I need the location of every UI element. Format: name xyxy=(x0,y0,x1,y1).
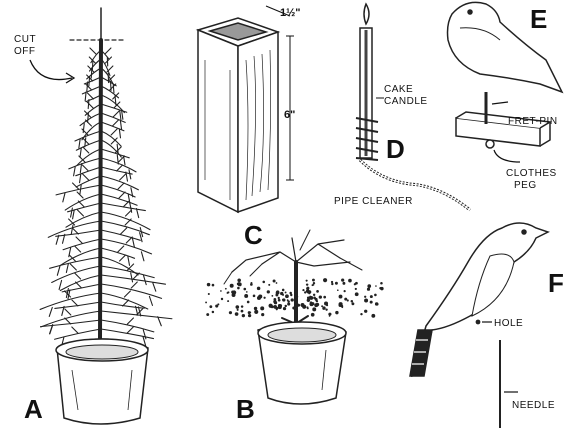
panel-label-a: A xyxy=(24,394,43,424)
panel-label-d: D xyxy=(386,134,405,164)
fret-pin-arrow xyxy=(492,102,508,104)
needle-label: NEEDLE xyxy=(512,400,555,411)
pot-a xyxy=(56,339,148,424)
dim-top-label: 1½" xyxy=(280,7,301,19)
panel-label-c: C xyxy=(244,220,263,250)
pipe-cleaner-label: PIPE CLEANER xyxy=(334,196,413,207)
candle xyxy=(360,4,372,158)
clothes-peg-label-line1: CLOTHES xyxy=(506,168,557,179)
wood-box xyxy=(198,18,278,212)
fret-pin-label: FRET-PIN xyxy=(508,116,558,127)
cut-off-arrow xyxy=(30,60,72,80)
cut-off-label-line2: OFF xyxy=(14,46,36,57)
cake-candle-label-line1: CAKE xyxy=(384,84,413,95)
pot-b xyxy=(258,322,346,404)
panel-label-e: E xyxy=(530,4,547,34)
clothes-peg-label-line2: PEG xyxy=(514,180,537,191)
bird-f xyxy=(410,223,548,376)
tree-a xyxy=(40,8,172,346)
panel-label-f: F xyxy=(548,268,564,298)
dim-height-label: 6" xyxy=(284,109,295,121)
hole-mark xyxy=(476,320,481,325)
cut-off-label-line1: CUT xyxy=(14,34,36,45)
hole-label: HOLE xyxy=(494,318,523,329)
cake-candle-label-line2: CANDLE xyxy=(384,96,428,107)
panel-label-b: B xyxy=(236,394,255,424)
